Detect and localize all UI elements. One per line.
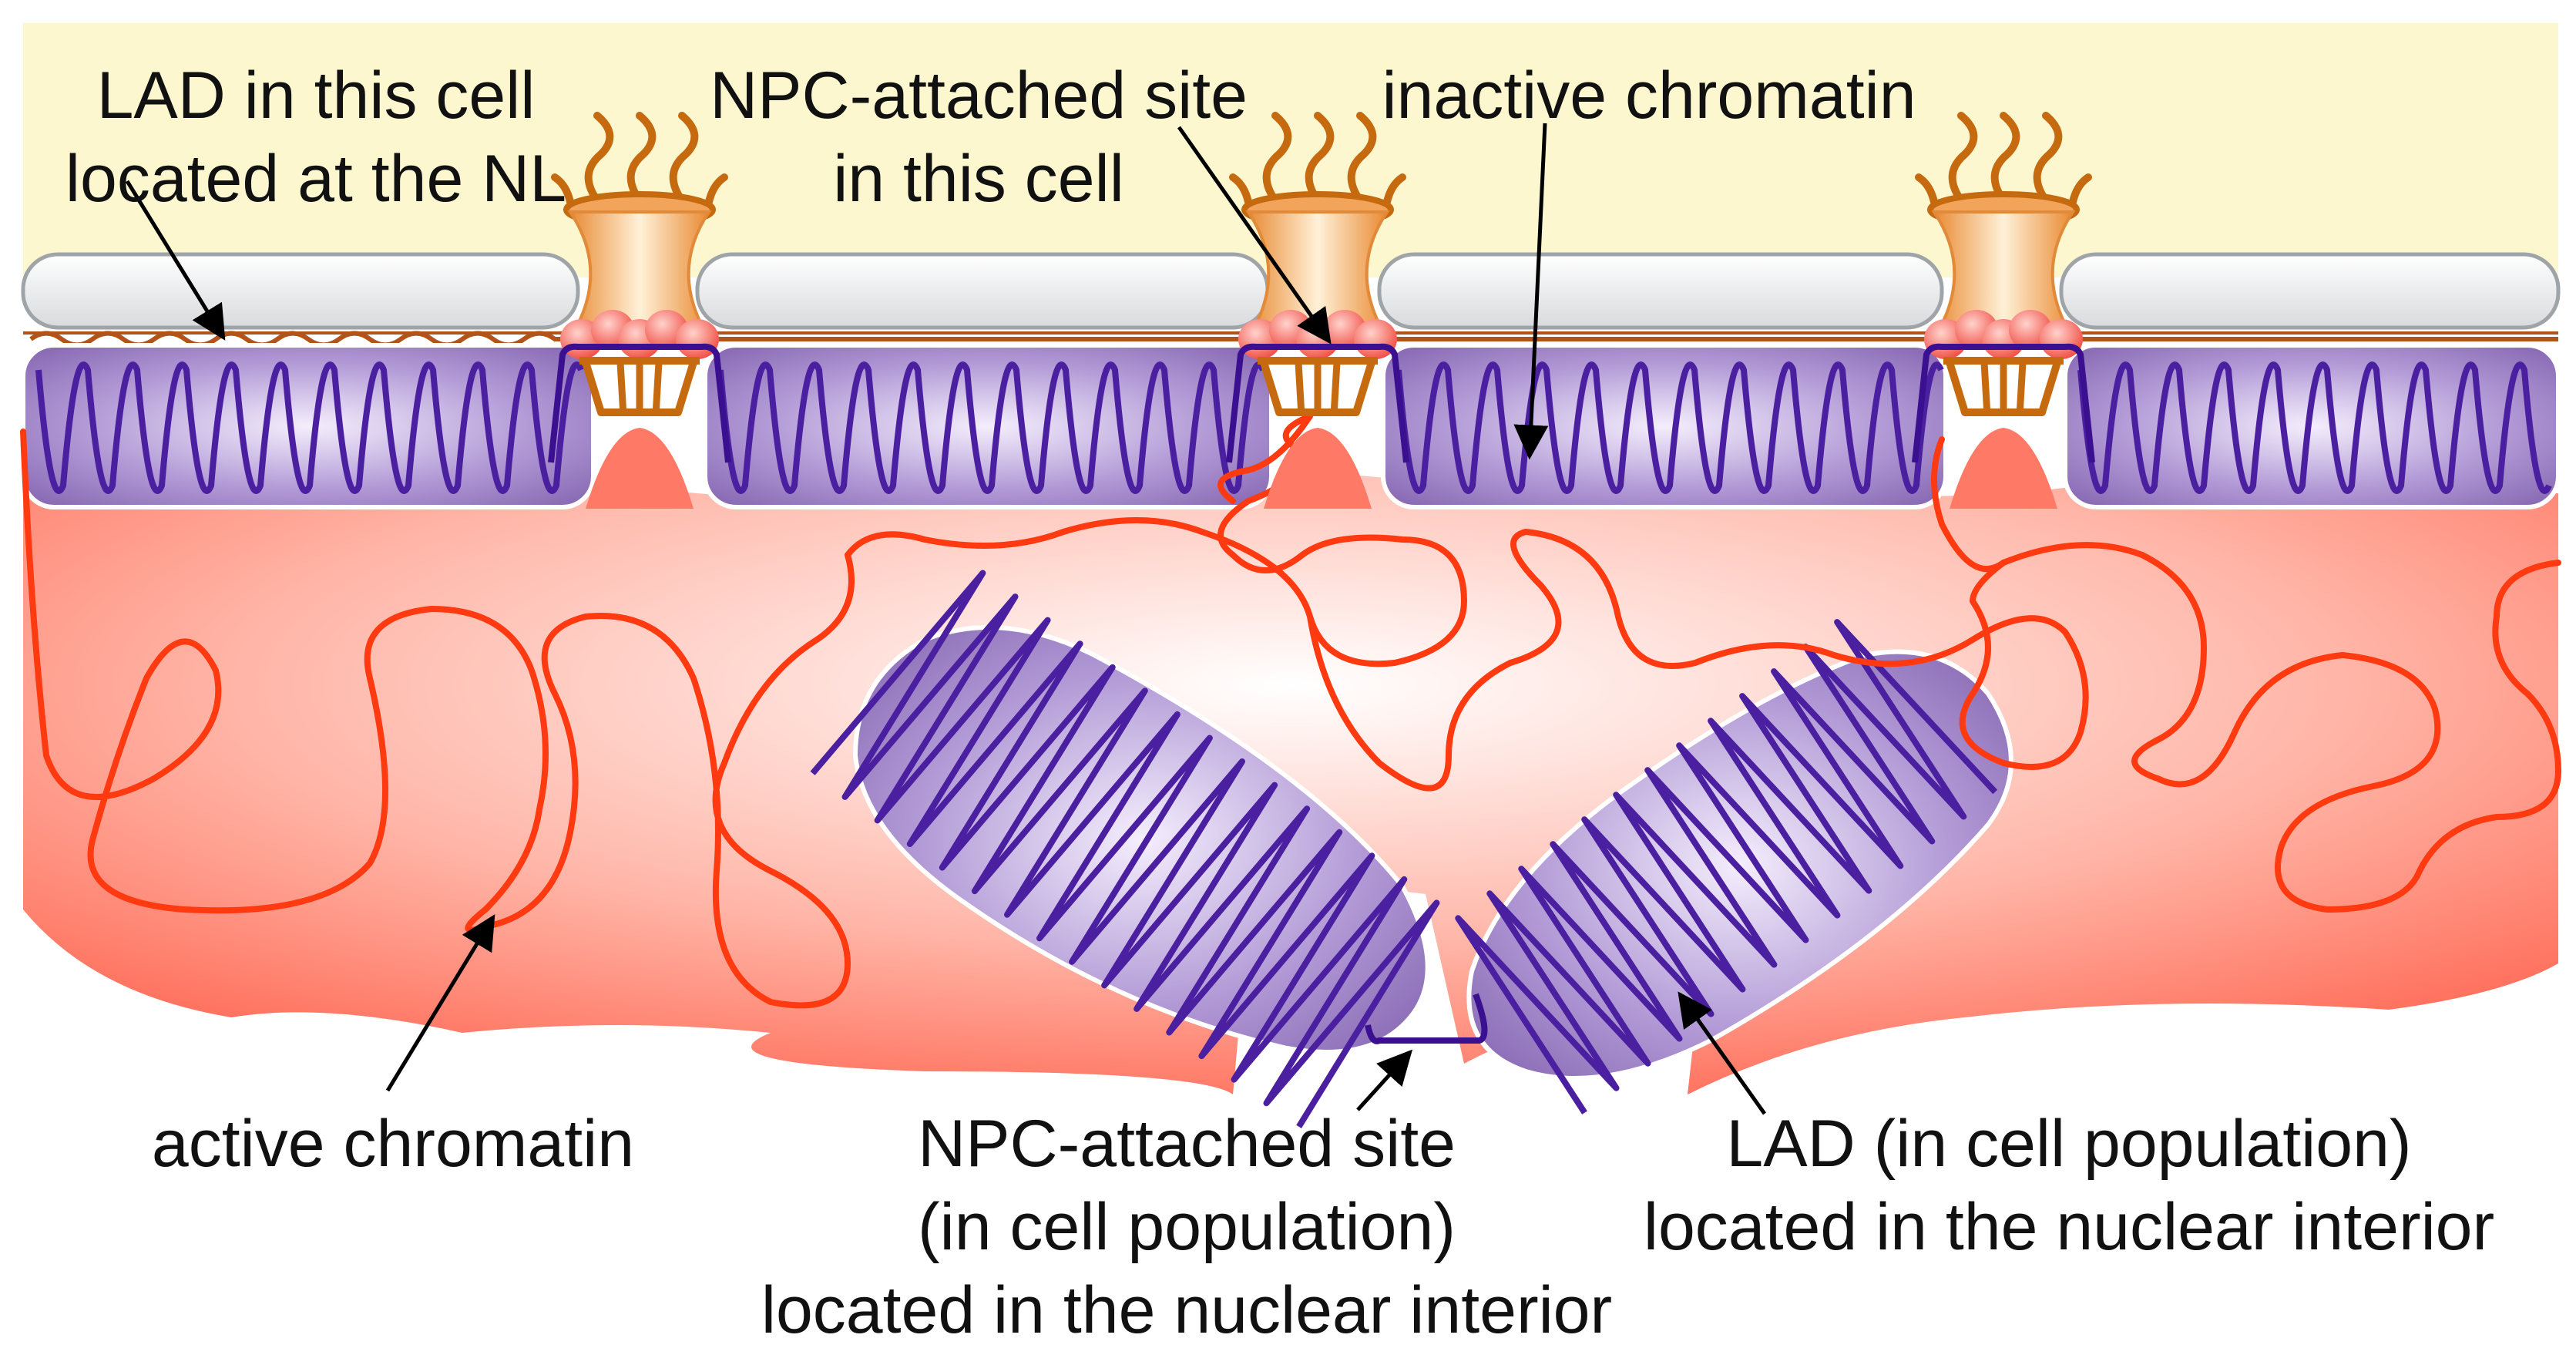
label-npc-population-line1: NPC-attached site xyxy=(918,1107,1456,1181)
npc-attached-site-interior-fiber xyxy=(1365,993,1488,1044)
arrow-npc-this-cell xyxy=(1177,126,1332,345)
label-npc-population-line2: (in cell population) xyxy=(918,1190,1456,1264)
nuclear-pore-1 xyxy=(548,112,731,509)
label-npc-population-line3: located in the nuclear interior xyxy=(761,1273,1613,1347)
label-lad-this-cell-line1: LAD in this cell xyxy=(96,59,536,133)
envelope-segment-4 xyxy=(2059,252,2561,330)
interior-lad-right xyxy=(1455,619,2013,1115)
label-lad-population: LAD (in cell population) located in the … xyxy=(1572,1102,2566,1269)
label-npc-population: NPC-attached site (in cell population) l… xyxy=(686,1102,1688,1352)
arrow-active-chromatin xyxy=(385,914,495,1092)
nuclear-pore-3 xyxy=(1912,112,2095,509)
peripheral-lad-1 xyxy=(21,343,596,509)
label-npc-this-cell: NPC-attached site in this cell xyxy=(678,54,1279,220)
interior-lad-left xyxy=(810,570,1440,1128)
arrow-npc-population xyxy=(1356,1049,1413,1111)
label-lad-this-cell: LAD in this cell located at the NL xyxy=(23,54,609,220)
label-npc-this-cell-line2: in this cell xyxy=(833,142,1124,216)
arrow-inactive-chromatin xyxy=(1513,123,1549,460)
label-arrows xyxy=(125,123,1767,1115)
peripheral-lads xyxy=(21,343,2561,509)
peripheral-lad-2 xyxy=(703,343,1274,509)
label-inactive-chromatin-line1: inactive chromatin xyxy=(1382,59,1916,133)
arrow-lad-this-cell xyxy=(125,180,226,341)
peripheral-lad-4 xyxy=(2063,343,2561,509)
nuclear-envelope xyxy=(21,252,2561,330)
label-lad-this-cell-line2: located at the NL xyxy=(65,142,567,216)
label-inactive-chromatin: inactive chromatin xyxy=(1310,54,1988,137)
label-lad-population-line1: LAD (in cell population) xyxy=(1726,1107,2412,1181)
envelope-segment-2 xyxy=(695,252,1270,330)
arrow-lad-population xyxy=(1678,991,1767,1115)
active-chromatin-fiber xyxy=(20,413,2561,1009)
label-active-chromatin: active chromatin xyxy=(92,1102,694,1185)
label-active-chromatin-line1: active chromatin xyxy=(151,1107,635,1181)
peripheral-lad-3 xyxy=(1381,343,1948,509)
label-npc-this-cell-line1: NPC-attached site xyxy=(710,59,1248,133)
envelope-segment-1 xyxy=(21,252,580,330)
envelope-segment-3 xyxy=(1377,252,1944,330)
label-lad-population-line2: located in the nuclear interior xyxy=(1643,1190,2495,1264)
